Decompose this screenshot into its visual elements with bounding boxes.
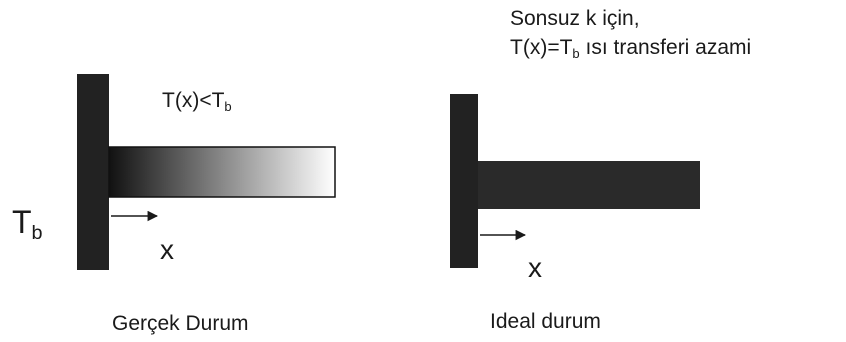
tb-label-main: T [12,204,32,240]
right-caption: Ideal durum [490,310,601,333]
left-wall [77,74,109,270]
ideal-note-prefix: T(x)=T [510,36,573,59]
temperature-inequality-prefix: T(x)<T [162,89,225,112]
temperature-inequality-label: T(x)<Tb [162,89,232,115]
ideal-note-suffix: ısı transferi azami [579,36,752,59]
left-x-label: x [160,234,174,265]
tb-label-sub: b [31,222,43,245]
right-fin-solid [478,161,700,209]
ideal-note-line1: Sonsuz k için, [510,7,640,30]
right-wall [450,94,478,268]
right-x-label: x [528,252,542,283]
left-fin-gradient [108,146,336,198]
left-caption: Gerçek Durum [112,312,249,335]
tb-label: Tb [12,204,43,243]
ideal-note-sub: b [572,46,580,62]
temperature-inequality-sub: b [224,99,232,115]
ideal-note-line2: T(x)=Tb ısı transferi azami [510,36,752,62]
